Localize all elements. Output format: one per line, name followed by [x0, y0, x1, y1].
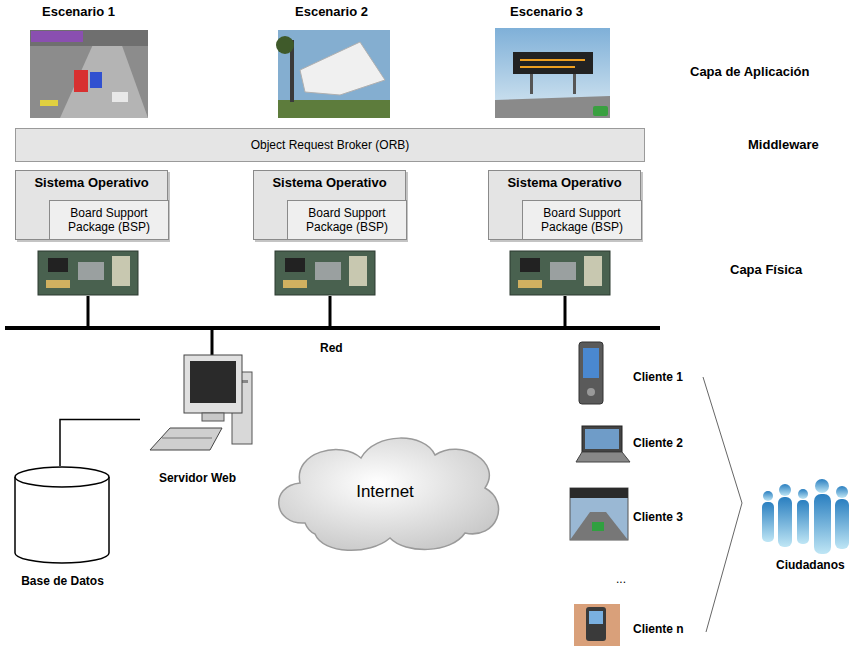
bracket: [703, 377, 742, 632]
people-icon: [762, 479, 849, 554]
circuit-board: [38, 251, 138, 295]
client-label: Cliente 2: [633, 436, 683, 450]
bsp-box: Board Support Package (BSP): [287, 200, 407, 240]
client-label: Cliente 1: [633, 370, 683, 384]
database-cylinder: Base de Datos: [10, 465, 115, 589]
group-label: Ciudadanos: [776, 558, 845, 572]
os-box: Sistema OperativoBoard Support Package (…: [488, 170, 641, 240]
scenario-title: Escenario 1: [42, 4, 115, 20]
network-bus: [5, 296, 660, 355]
laptop-icon: [576, 426, 630, 462]
internet-cloud: Internet: [265, 428, 505, 556]
node-text: Board Support Package (BSP): [528, 206, 636, 235]
scenario-photo: [495, 28, 610, 118]
scenario-title: Escenario 2: [295, 4, 368, 20]
scenario-title: Escenario 3: [510, 4, 583, 20]
node-text: Internet: [356, 482, 414, 502]
car-screen-icon: [570, 488, 628, 540]
node-text: Base de Datos: [21, 574, 104, 588]
circuit-board: [510, 251, 610, 295]
scenario-photo: [30, 30, 148, 118]
bsp-box: Board Support Package (BSP): [522, 200, 642, 240]
os-box: Sistema OperativoBoard Support Package (…: [253, 170, 406, 240]
node-text: Sistema Operativo: [507, 175, 621, 191]
os-box: Sistema OperativoBoard Support Package (…: [15, 170, 168, 240]
layer-name: Middleware: [748, 137, 819, 153]
node-text: Servidor Web: [159, 471, 236, 485]
node-text: Board Support Package (BSP): [55, 206, 163, 235]
node-text: Board Support Package (BSP): [293, 206, 401, 235]
node-text: Sistema Operativo: [34, 175, 148, 191]
connector-line: [60, 419, 140, 466]
network-label: Red: [320, 341, 343, 355]
scenario-photo: [276, 30, 390, 118]
circuit-board: [275, 251, 375, 295]
node-text: Object Request Broker (ORB): [251, 138, 410, 152]
layer-name: Capa Física: [730, 262, 802, 278]
client-label: Cliente n: [633, 622, 684, 636]
layer-name: Capa de Aplicación: [690, 64, 809, 80]
web-server: Servidor Web: [140, 350, 255, 486]
client-label: Cliente 3: [633, 510, 683, 524]
bsp-box: Board Support Package (BSP): [49, 200, 169, 240]
node-text: Sistema Operativo: [272, 175, 386, 191]
middleware-band: Object Request Broker (ORB): [15, 128, 645, 162]
pda-icon: [579, 342, 603, 404]
phone-icon: [574, 604, 620, 646]
ellipsis: ...: [616, 572, 626, 586]
